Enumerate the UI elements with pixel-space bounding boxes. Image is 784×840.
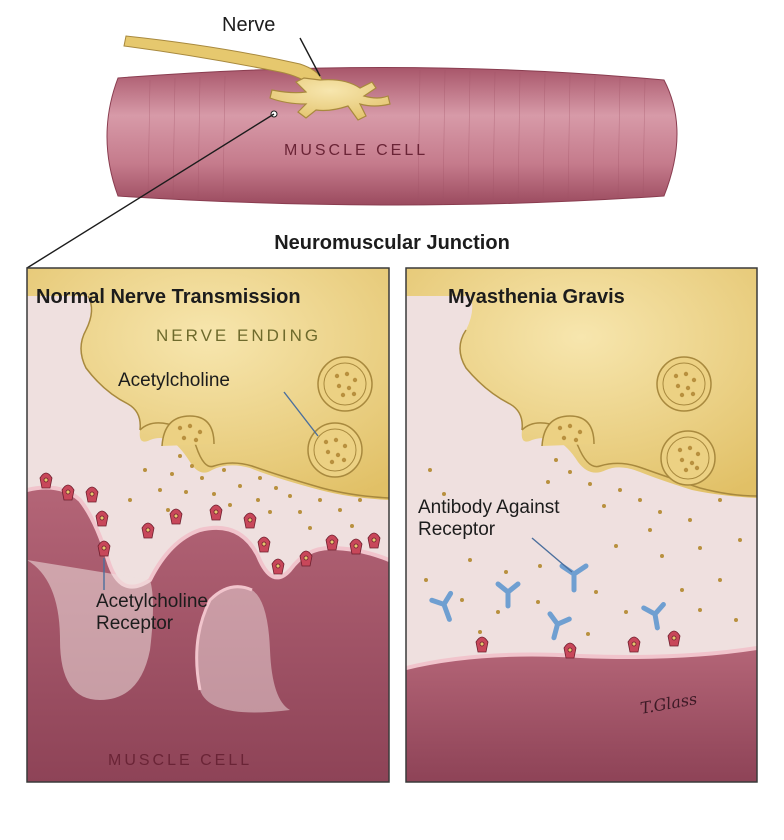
muscle-cell-label-bottom: MUSCLE CELL [108,752,253,769]
panel-mg-frame [405,267,758,783]
antibody [641,601,666,631]
vesicle-normal-top [317,356,373,412]
muscle-cell-label-top: MUSCLE CELL [284,142,429,159]
junction-title: Neuromuscular Junction [274,232,510,254]
acetylcholine-label: Acetylcholine [118,370,230,391]
panel-normal [27,268,389,782]
muscle-fiber-band [106,66,678,206]
junctional-fold-right [196,586,290,713]
receptor [257,536,271,553]
normal-panel-title: Normal Nerve Transmission [36,286,301,308]
receptor-label-line2: Receptor [96,613,174,634]
receptor [141,522,155,539]
receptor [85,486,99,503]
vesicle-normal-fusing [161,415,215,447]
panel-normal-frame [26,267,390,783]
vesicle-mg-bottom [660,430,716,486]
receptor [367,532,381,549]
receptor [97,540,111,557]
receptor [325,534,339,551]
ach-molecules-mg [424,458,742,636]
zoom-line [26,113,275,269]
receptor [243,512,257,529]
antibody [495,581,521,609]
antibody [547,611,572,641]
receptor [349,538,363,555]
vesicle-mg-top [656,356,712,412]
receptor [475,636,489,653]
junctional-fold-left [27,560,153,700]
nerve-label: Nerve [222,14,276,36]
receptors-mg [475,630,681,659]
ach-pointer-line [283,391,319,437]
antibody [559,563,589,593]
muscle-membrane-mg [406,648,757,782]
nerve-pointer-line [299,37,321,77]
receptor [169,508,183,525]
vesicle-normal-bottom [307,422,363,478]
muscle-striations [147,69,646,206]
receptor [209,504,223,521]
receptor [271,558,285,575]
antibody-label-line1: Antibody Against [418,497,560,518]
antibody-label: Antibody Against Receptor [418,497,560,541]
antibody-pointer-line [531,537,573,573]
receptor [627,636,641,653]
nerve-ending-label: NERVE ENDING [156,326,322,345]
antibodies-mg [429,563,666,641]
panel-mg [406,268,757,782]
receptor [299,550,313,567]
mg-panel-title: Myasthenia Gravis [448,286,625,308]
receptor [61,484,75,501]
vesicle-mg-fusing [541,415,595,447]
nerve-terminal-branches [269,77,391,121]
receptor [95,510,109,527]
receptor [563,642,577,659]
receptor-label: Acetylcholine Receptor [96,591,208,635]
receptor-label-line1: Acetylcholine [96,591,208,612]
nerve-ending-normal [27,268,389,500]
antibody [429,590,454,622]
receptors-normal [39,472,381,575]
receptor [667,630,681,647]
muscle-cell-illustration [26,35,678,269]
ach-molecules-normal [128,454,362,530]
antibody-label-line2: Receptor [418,519,496,540]
receptor [39,472,53,489]
